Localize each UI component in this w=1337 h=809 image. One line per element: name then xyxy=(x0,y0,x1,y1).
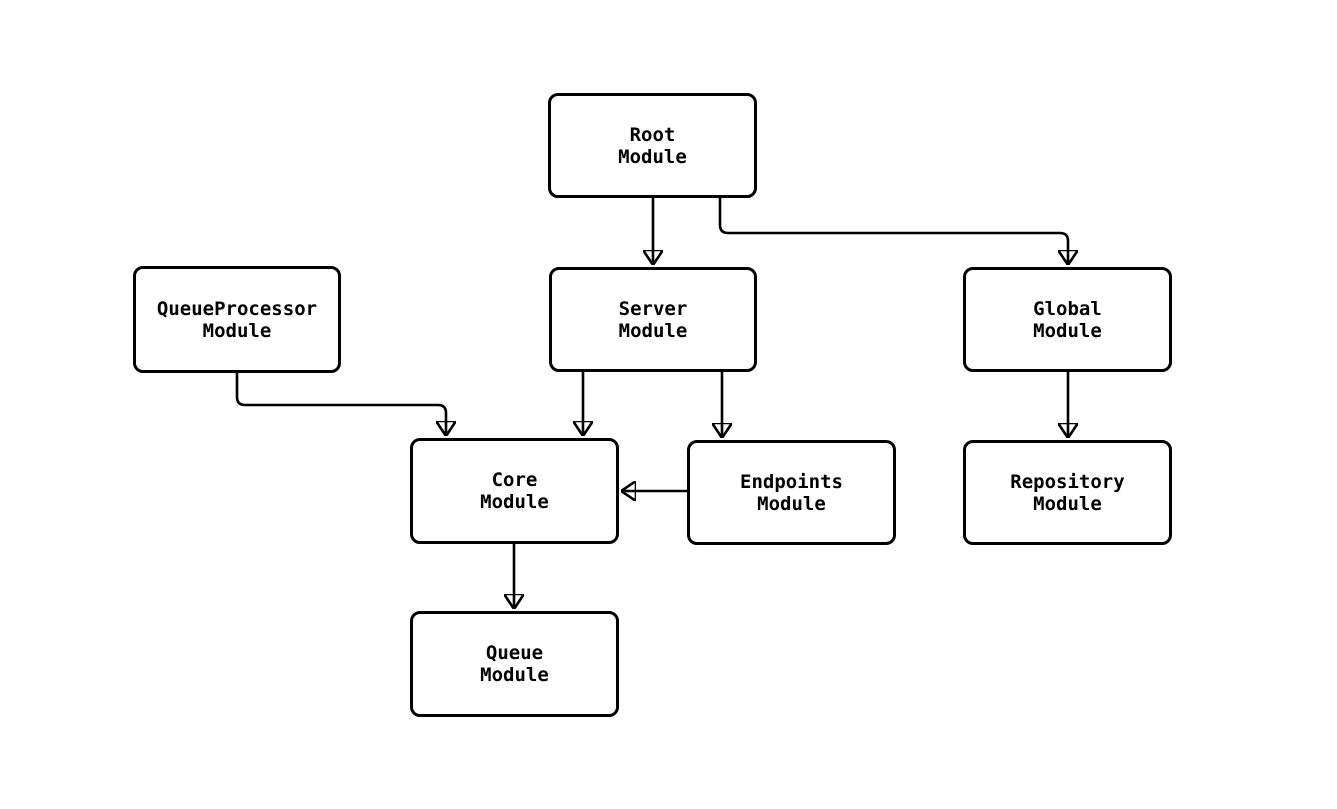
node-queueprocessor-module: QueueProcessor Module xyxy=(133,266,341,373)
node-global-module: Global Module xyxy=(963,267,1172,372)
node-label-line: Queue xyxy=(485,642,544,664)
node-label-line: Module xyxy=(1033,319,1102,342)
node-repository-module: Repository Module xyxy=(963,440,1172,545)
node-root-module: Root Module xyxy=(548,93,757,198)
node-label-line: Global xyxy=(1033,297,1102,320)
edge-root-to-global xyxy=(718,198,1068,264)
node-label-line: Module xyxy=(618,319,688,342)
node-label-line: Module xyxy=(202,319,272,342)
node-label-line: QueueProcessor xyxy=(156,297,318,320)
node-label-line: Module xyxy=(480,664,549,686)
node-queue-module: Queue Module xyxy=(410,611,619,717)
node-endpoints-module: Endpoints Module xyxy=(687,440,896,545)
node-label-line: Repository xyxy=(1010,470,1125,493)
node-label-line: Core xyxy=(491,469,538,491)
node-label-line: Root xyxy=(629,123,676,146)
edge-queueprocessor-to-core xyxy=(235,373,446,435)
node-label-line: Module xyxy=(618,145,687,168)
node-label-line: Server xyxy=(618,297,688,320)
node-label-line: Module xyxy=(480,491,549,513)
node-label-line: Module xyxy=(1033,492,1102,515)
node-server-module: Server Module xyxy=(549,267,757,372)
node-core-module: Core Module xyxy=(410,438,619,544)
node-label-line: Module xyxy=(757,492,826,515)
node-label-line: Endpoints xyxy=(740,470,843,493)
